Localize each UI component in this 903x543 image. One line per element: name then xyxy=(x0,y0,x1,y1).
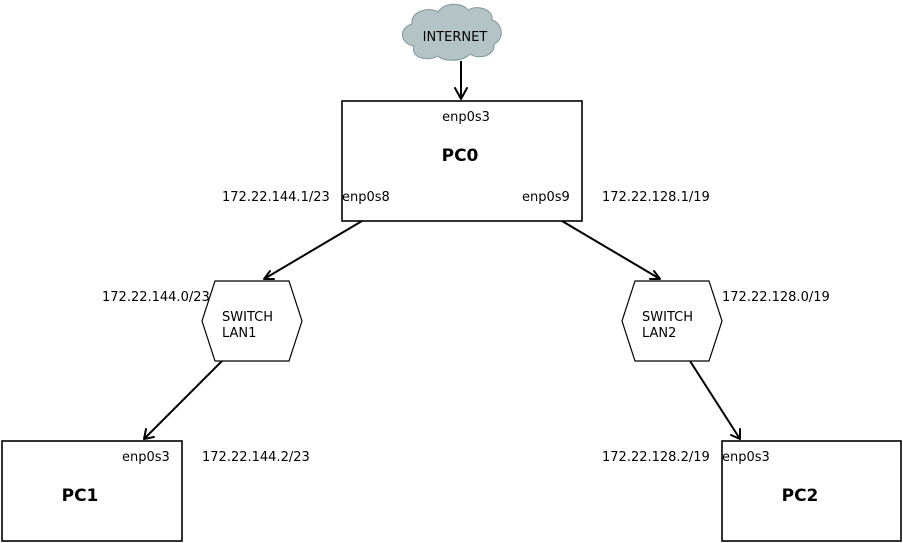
switch-lan1-hexagon xyxy=(201,280,303,362)
arrowhead-switch-lan2 xyxy=(649,270,661,280)
pc0-ip-left: 172.22.144.1/23 xyxy=(222,190,330,205)
switch-lan2-line1: SWITCH xyxy=(642,310,693,325)
pc0-ip-right: 172.22.128.1/19 xyxy=(602,190,710,205)
switch-lan1-line2: LAN1 xyxy=(222,326,256,341)
internet-label: INTERNET xyxy=(423,30,488,45)
pc0-iface-left: enp0s8 xyxy=(342,190,390,205)
edge-pc0-switch-lan2 xyxy=(561,220,661,280)
pc0-node: enp0s3 PC0 enp0s8 enp0s9 xyxy=(341,100,583,222)
pc1-title: PC1 xyxy=(62,486,99,506)
arrowhead-pc2 xyxy=(730,428,741,440)
switch-lan1-node: SWITCH LAN1 xyxy=(201,280,303,362)
connections xyxy=(143,61,741,440)
switch-lan2-hexagon xyxy=(621,280,723,362)
edge-pc0-switch-lan1 xyxy=(263,220,363,280)
pc0-iface-right: enp0s9 xyxy=(522,190,570,205)
internet-cloud: INTERNET xyxy=(402,3,502,61)
pc2-iface: enp0s3 xyxy=(722,450,770,465)
pc1-iface: enp0s3 xyxy=(122,450,170,465)
pc2-node: enp0s3 PC2 xyxy=(721,440,902,542)
switch-lan1-line1: SWITCH xyxy=(222,310,273,325)
switch-lan1-network: 172.22.144.0/23 xyxy=(102,290,210,305)
switch-lan2-network: 172.22.128.0/19 xyxy=(722,290,830,305)
pc0-box xyxy=(341,100,583,222)
arrowhead-pc1 xyxy=(143,428,155,440)
pc1-node: enp0s3 PC1 xyxy=(1,440,183,542)
cloud-icon xyxy=(402,3,502,61)
pc2-title: PC2 xyxy=(782,486,819,506)
pc0-title: PC0 xyxy=(442,146,479,166)
arrowhead-switch-lan1 xyxy=(263,270,275,280)
switch-lan2-node: SWITCH LAN2 xyxy=(621,280,723,362)
edge-switch-lan1-pc1 xyxy=(143,360,223,440)
edge-switch-lan2-pc2 xyxy=(689,360,741,440)
pc2-box xyxy=(721,440,902,542)
pc2-ip: 172.22.128.2/19 xyxy=(602,450,710,465)
pc0-iface-top: enp0s3 xyxy=(442,110,490,125)
arrowhead-pc0 xyxy=(454,87,468,100)
switch-lan2-line2: LAN2 xyxy=(642,326,676,341)
pc1-box xyxy=(1,440,183,542)
pc1-ip: 172.22.144.2/23 xyxy=(202,450,310,465)
